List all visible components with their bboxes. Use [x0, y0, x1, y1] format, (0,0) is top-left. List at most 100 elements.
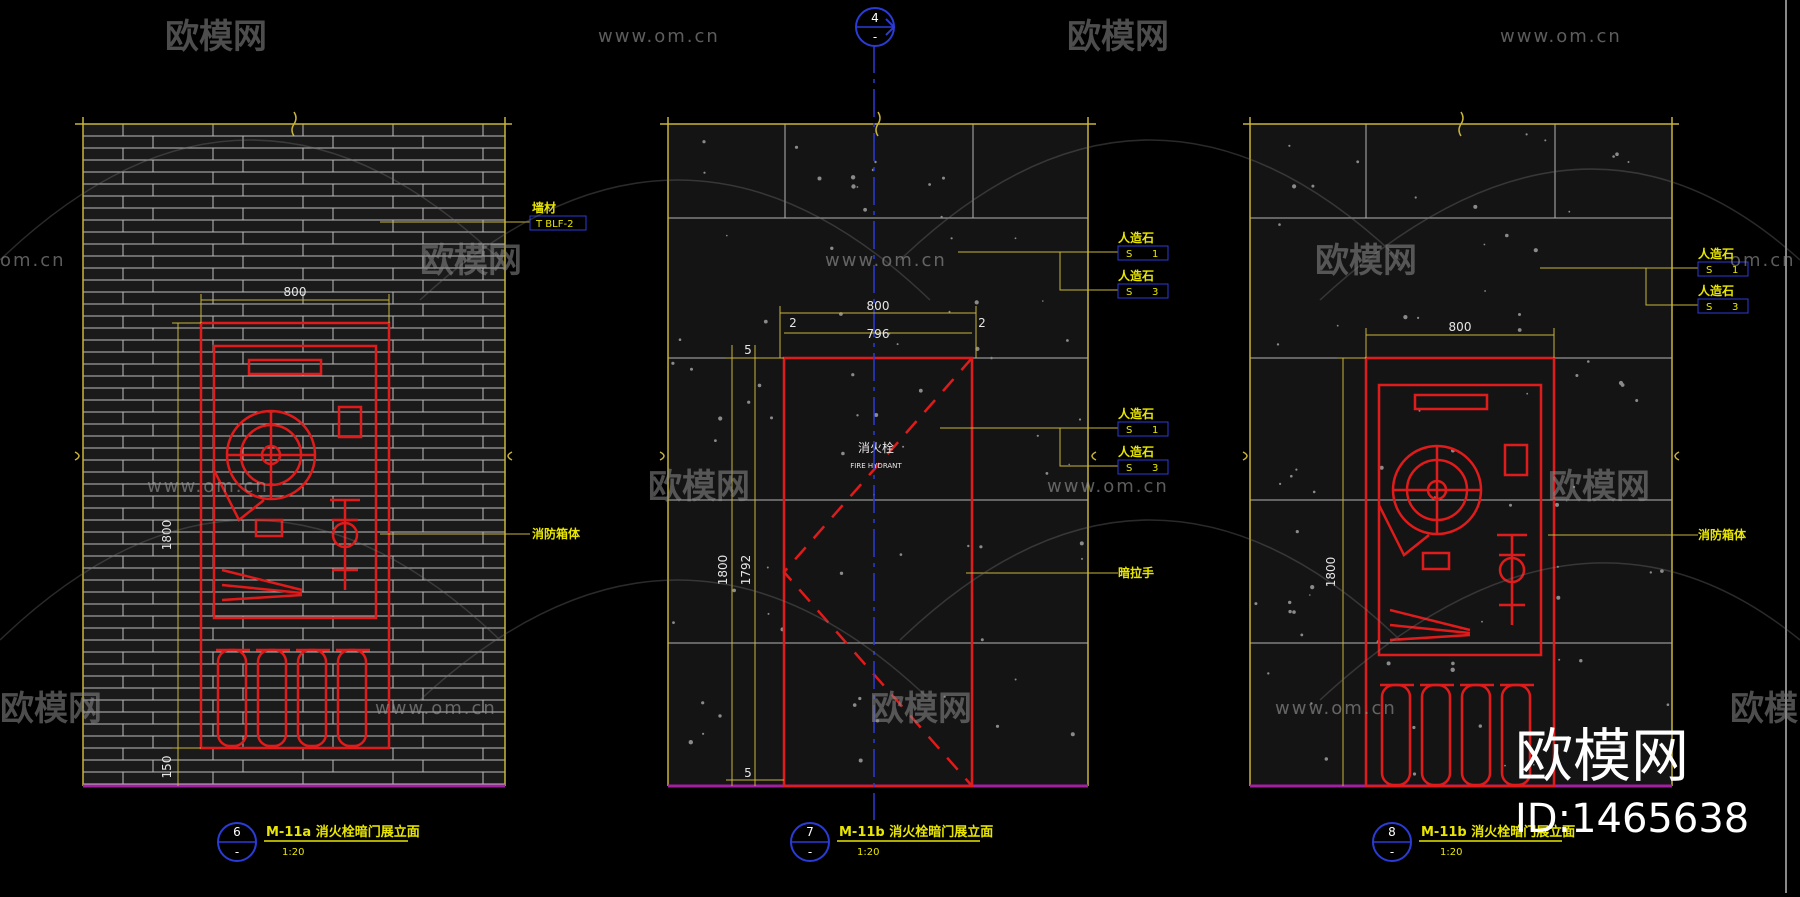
watermark-url: www.om.cn: [375, 698, 497, 719]
stone-speckle: [856, 414, 859, 417]
stone-speckle: [1295, 468, 1298, 471]
watermark-brand: 欧模网: [1315, 241, 1417, 281]
elevation-panel-2: 消火栓 FIRE HYDRANT 4 - 800 796 2 2 5 1800 …: [659, 7, 1169, 862]
watermark-brand: 欧模网: [0, 689, 102, 729]
stone-speckle: [1558, 658, 1561, 661]
callout-code-wall: T BLF-2: [535, 219, 573, 230]
dim-inner-2: 796: [867, 327, 890, 341]
stone-speckle: [1414, 196, 1417, 199]
stone-speckle: [1309, 594, 1311, 596]
stone-speckle: [875, 719, 880, 723]
stone-speckle: [1292, 184, 1297, 189]
stone-speckle: [1533, 248, 1538, 253]
watermark-brand: 欧模网: [1730, 689, 1800, 729]
stone-speckle: [943, 695, 946, 698]
callout-label-stone-b: 人造石: [1118, 268, 1154, 283]
callout-leaders-3: [1540, 267, 1698, 536]
elevation-panel-1: 800 1800 150 墙材 T BLF-2 消防箱体 6 - M-11a 消…: [74, 111, 587, 862]
stone-speckle: [1288, 609, 1292, 614]
stone-speckle: [1627, 161, 1630, 163]
stone-speckle: [1517, 328, 1522, 332]
callout-label-stone-f: 人造石: [1698, 283, 1734, 298]
stone-speckle: [1478, 724, 1483, 728]
code-b1: S: [1126, 287, 1132, 298]
dimension-lines-1: [172, 294, 390, 786]
watermark-url-partial: om.cn: [0, 250, 66, 271]
section-num: 4: [871, 11, 879, 25]
dim-bottom-2: 5: [744, 766, 752, 780]
watermark-brand: 欧模网: [1548, 467, 1650, 507]
door-subtext: FIRE HYDRANT: [850, 462, 902, 470]
code-d1: S: [1126, 463, 1132, 474]
dim-width-2: 800: [867, 299, 890, 313]
callout-group-2: 人造石 S 1 人造石 S 3 人造石 S 1 人造石 S 3 暗拉手: [1117, 230, 1169, 580]
stone-speckle: [702, 732, 705, 735]
stone-speckle: [995, 724, 1000, 728]
stone-speckle: [1450, 667, 1455, 672]
dim-top-2: 5: [744, 343, 752, 357]
stone-speckle: [940, 215, 943, 218]
code-a1: S: [1126, 249, 1132, 260]
stone-speckle: [770, 416, 773, 420]
bubble-num-2: 7: [806, 825, 814, 839]
dim-gap-left-2: 2: [789, 316, 797, 330]
codebox-a: [1117, 245, 1169, 261]
stone-speckle: [690, 367, 693, 371]
stone-speckle: [732, 588, 736, 593]
stone-speckle: [701, 701, 705, 705]
stone-speckle: [1324, 757, 1329, 761]
stone-speckle: [1356, 160, 1360, 164]
codebox-d: [1117, 459, 1169, 475]
stone-speckle: [757, 383, 762, 388]
door-text: 消火栓: [858, 440, 894, 455]
watermark-arcs: [0, 139, 1800, 701]
stone-speckle: [1555, 502, 1559, 507]
code-f1: S: [1706, 302, 1712, 313]
stone-speckle: [1417, 316, 1420, 319]
stone-speckle: [1579, 659, 1583, 663]
stone-speckle: [1336, 324, 1339, 327]
stone-speckle: [718, 714, 722, 718]
hydrant-cabinet-1: [199, 321, 391, 750]
dimension-lines-3: [1337, 328, 1555, 786]
stone-speckle: [1066, 339, 1069, 342]
callout-label-stone-d: 人造石: [1118, 444, 1154, 459]
stone-speckle: [1612, 155, 1615, 158]
callout-group-3: 人造石 S 1 人造石 S 3 消防箱体: [1697, 246, 1749, 542]
callout-label-cabinet: 消防箱体: [532, 526, 581, 541]
stone-speckle: [851, 373, 855, 377]
stone-speckle: [1300, 633, 1304, 637]
codebox-e: [1697, 261, 1749, 277]
dimension-lines-2: [726, 306, 977, 786]
stone-speckle: [1533, 764, 1535, 766]
stone-speckle: [1081, 557, 1083, 560]
stone-speckle: [1036, 434, 1039, 437]
stone-speckle: [896, 343, 899, 346]
dim-width-3: 800: [1449, 320, 1472, 334]
stone-speckle: [899, 553, 903, 556]
stone-speckle: [672, 621, 675, 624]
stone-speckle: [747, 400, 751, 404]
code-c1: S: [1126, 425, 1132, 436]
stone-speckle: [850, 175, 856, 180]
stone-speckle: [1635, 399, 1639, 402]
watermark-url: www.om.cn: [1500, 26, 1622, 47]
stone-speckle: [1014, 237, 1017, 240]
frame-lines-3: [1242, 111, 1680, 786]
watermark-url: www.om.cn: [147, 476, 269, 497]
stone-speckle: [874, 413, 879, 417]
dim-height-3: 1800: [1324, 557, 1338, 588]
stone-wall-2: [668, 124, 1088, 786]
bubble-num-3: 8: [1388, 825, 1396, 839]
stone-speckle: [1079, 541, 1084, 546]
code-c2: 1: [1152, 425, 1158, 436]
dim-height-1: 1800: [160, 520, 174, 551]
code-b2: 3: [1152, 287, 1158, 298]
stone-speckle: [1484, 290, 1486, 292]
callout-label-stone-e: 人造石: [1698, 246, 1734, 261]
stone-speckle: [1544, 139, 1547, 142]
codebox-f: [1697, 298, 1749, 314]
stone-speckle: [839, 571, 844, 575]
stone-speckle: [979, 545, 983, 549]
stone-speckle: [1412, 772, 1417, 776]
